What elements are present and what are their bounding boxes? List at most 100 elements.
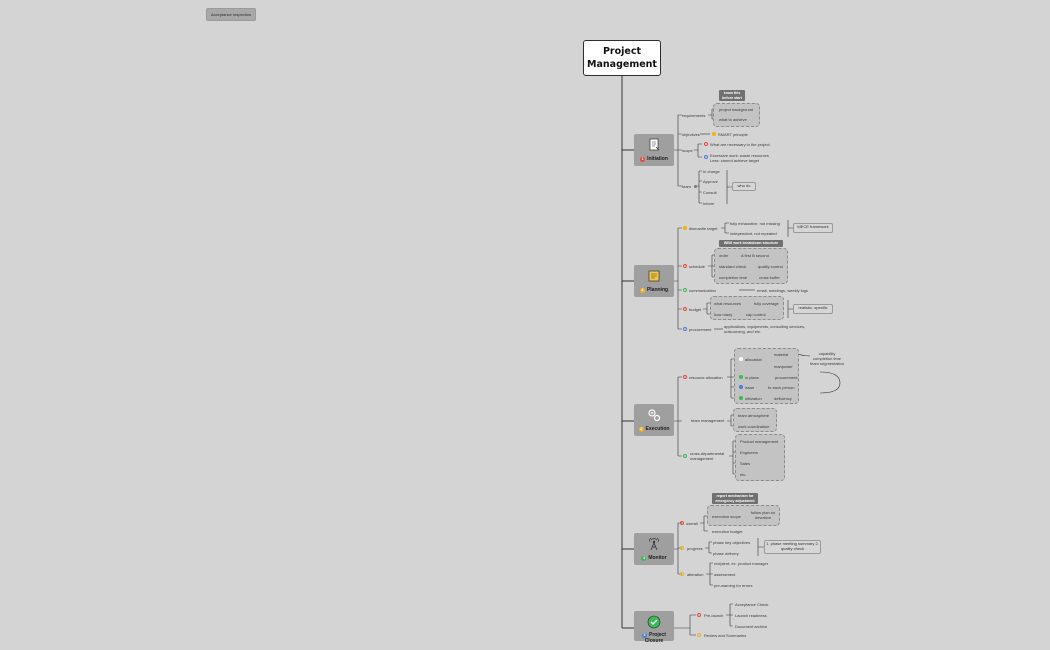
smart-principle-label[interactable]: SMART principle [718,132,748,137]
schedule-group [714,248,788,284]
progress-icon [680,546,684,550]
budget-group [710,296,784,320]
budget-label[interactable]: budget [689,307,702,312]
acceptance-check-label[interactable]: Acceptance Check [735,602,769,607]
work-coordination-label[interactable]: work coordination [738,424,770,429]
applications-label[interactable]: applications, equipments, consulting ser… [724,324,806,334]
capability-label[interactable]: capability [818,351,836,356]
scope-label[interactable]: scope [682,148,693,153]
fully-exhaustive-label[interactable]: fully exhaustive, not missing [730,221,780,226]
independent-label[interactable]: independent, not repeated [730,231,777,236]
project-background-label[interactable]: project background [719,107,754,112]
budget-icon [683,307,687,311]
cross-departmental-label[interactable]: cross-departmental management [690,451,725,461]
phase-key-objectives-label[interactable]: phase key objectives [713,540,751,545]
execution-scope-group [707,505,780,526]
inform-label[interactable]: Inform [703,201,715,206]
team-management-label[interactable]: team management [691,418,725,423]
acceptance-inspection-tab[interactable]: Acceptance Inspection [206,8,256,21]
team-indicator-icon [694,185,697,188]
consult-label[interactable]: Consult [703,190,717,195]
document-archive-label[interactable]: Document archive [735,624,768,629]
what-to-achieve-label[interactable]: what to achieve [719,117,747,122]
gears-icon [648,409,661,422]
objectives-label[interactable]: objectives [682,132,700,137]
cap-control-label[interactable]: cap control [746,312,766,317]
communication-icon [683,288,687,292]
pre-warning-label[interactable]: pre-warning for errors [714,583,753,588]
in-charge-label[interactable]: In charge [703,169,720,174]
alteration-label[interactable]: alteration [687,572,704,577]
progress-label[interactable]: progress [687,546,703,551]
blue-circle-icon [704,155,708,159]
execution-scope-label[interactable]: execution scope [712,514,741,519]
team-label[interactable]: team [682,184,691,189]
deficiency-label[interactable]: deficiency [774,396,792,401]
material-label[interactable]: material [774,352,789,357]
overall-label[interactable]: overall [686,521,698,526]
standard-check-label[interactable]: standard check [719,264,747,269]
phase-delivery-label[interactable]: phase delivery [713,551,739,556]
resource-allocation-icon [683,375,687,379]
allocation-label[interactable]: allocation [745,357,762,362]
assessment-label[interactable]: assessment [714,572,736,577]
etc-label[interactable]: etc. [740,472,747,477]
manpower-label[interactable]: manpower [774,364,793,369]
team-segmentation-label[interactable]: team segmentation [809,361,845,366]
utilization-icon [739,396,743,400]
phase-summary-box[interactable]: 1. phase meeting summary 2. quality chec… [764,540,821,554]
order-label[interactable]: order [719,253,729,258]
recipient-label[interactable]: recipient, ex. product manager [714,561,769,566]
product-management-label[interactable]: Product management [740,439,779,444]
pre-launch-label[interactable]: Pre-launch [704,613,724,618]
utilization-label[interactable]: utilization [745,396,762,401]
quality-control-label[interactable]: quality control [758,264,783,269]
realistic-summary[interactable]: realistic, specific [793,304,833,314]
review-label[interactable]: Review and Summaries [704,633,747,638]
issue-icon [739,385,743,389]
dismantle-target-label[interactable]: dismantle target [689,226,718,231]
schedule-label[interactable]: schedule [689,264,706,269]
in-place-label[interactable]: in place [745,375,759,380]
completion-time-label[interactable]: completion time [719,275,748,280]
planning-number-badge: 2 [639,288,645,293]
fully-coverage-label[interactable]: fully coverage [754,301,779,306]
execution-budget-label[interactable]: execution budget [712,529,743,534]
to-each-person-label[interactable]: to each person [768,385,795,390]
closure-title: Project Closure [644,632,666,644]
completion-time-note[interactable]: completion time [812,356,841,361]
launch-readiness-label[interactable]: Launch readiness [735,613,767,618]
cross-buffer-label[interactable]: cross buffer [759,275,780,280]
what-resources-label[interactable]: what resources [714,301,742,306]
engineers-label[interactable]: Engineers [740,450,759,455]
mece-summary[interactable]: MECE framework [793,223,833,233]
what-necessary-label[interactable]: What are necessary in the project [710,142,770,147]
checkmark-icon [647,615,661,629]
issue-label[interactable]: issue [745,385,755,390]
team-atmosphere-label[interactable]: team atmosphere [738,413,770,418]
a-first-label[interactable]: A first B second [741,253,769,258]
approve-label[interactable]: Approve [703,179,718,184]
schedule-icon [683,264,687,268]
resource-allocation-label[interactable]: resource allocation [689,375,723,380]
email-meetings-label[interactable]: email, meetings, weekly logs [757,288,808,293]
monitor-title: Monitor [648,555,667,561]
who-do-summary[interactable]: who do [732,182,756,191]
how-many-label[interactable]: how many [714,312,733,317]
report-mechanism-label: report mechanism for emergency adjustmen… [712,493,758,504]
procurement-label[interactable]: procurement [689,327,712,332]
requirements-label[interactable]: requirements [682,113,706,118]
excessive-work-label[interactable]: Excessive work: waste resources Less: ca… [710,153,769,163]
alteration-icon [680,572,684,576]
follow-plan-label[interactable]: follow plan no deviation [750,510,776,520]
sales-label[interactable]: Sales [740,461,751,466]
review-icon [697,633,701,637]
communication-label[interactable]: communication [689,288,716,293]
procurement-exec-label[interactable]: procurement [775,375,798,380]
